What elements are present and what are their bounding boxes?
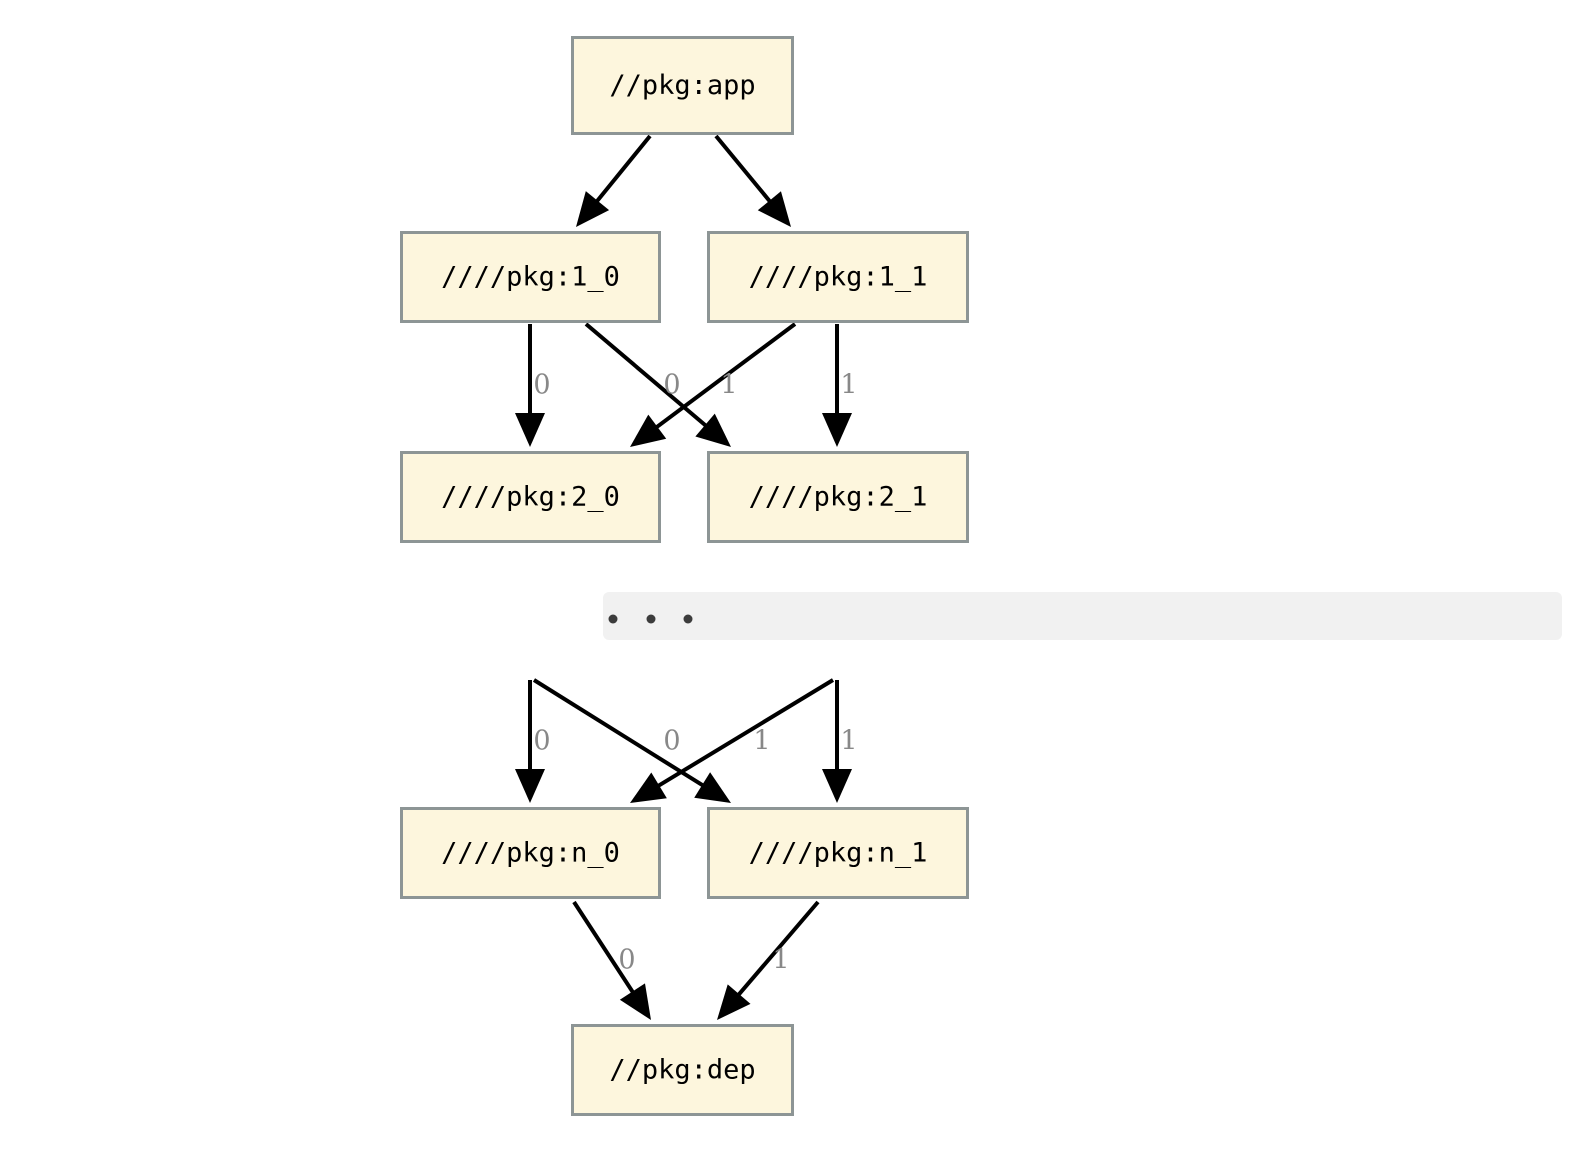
edge-arrowhead [576, 191, 610, 227]
edge-label: 1 [840, 726, 857, 757]
edge-arrowhead [695, 413, 731, 447]
nodes-layer: //pkg:app ////pkg:1_0 ////pkg:1_1 ////pkg:2… [400, 36, 969, 1116]
edge-arrowhead [515, 769, 545, 803]
edge-label: 0 [618, 945, 635, 976]
graph-node-ln_0[interactable]: ////pkg:n_0 [400, 807, 661, 899]
ellipsis-dot [646, 614, 656, 624]
edge-line [584, 322, 710, 430]
edge-label: 1 [840, 370, 857, 401]
graph-node-ln_1[interactable]: ////pkg:n_1 [707, 807, 969, 899]
node-label: ////pkg:n_0 [441, 838, 620, 869]
edge-arrowhead [822, 769, 852, 803]
node-box[interactable] [707, 807, 969, 899]
node-box[interactable] [400, 231, 661, 323]
edge-line [714, 134, 774, 206]
graph-node-l2_0[interactable]: ////pkg:2_0 [400, 451, 661, 543]
edge-line [652, 322, 797, 431]
edge-arrowhead [630, 414, 667, 447]
edge-arrowhead [619, 983, 651, 1020]
node-label: ////pkg:1_1 [749, 262, 928, 293]
edge-arrowhead [757, 191, 791, 227]
node-label: ////pkg:1_0 [441, 262, 620, 293]
edge-label: 1 [772, 945, 789, 976]
node-label: ////pkg:2_0 [441, 482, 620, 513]
truncation-band [603, 592, 1562, 640]
edge-labels-layer: 0 0 1 1 0 0 1 1 0 1 [533, 370, 857, 976]
graph-node-app[interactable]: //pkg:app [571, 36, 794, 135]
ellipsis-dot [683, 614, 693, 624]
node-box[interactable] [400, 807, 661, 899]
edge-label: 1 [720, 370, 737, 401]
node-box[interactable] [707, 231, 969, 323]
node-label: //pkg:dep [609, 1055, 755, 1086]
node-box[interactable] [571, 36, 794, 135]
graph-node-l1_0[interactable]: ////pkg:1_0 [400, 231, 661, 323]
node-label: ////pkg:n_1 [749, 838, 928, 869]
ellipsis-dot [608, 614, 618, 624]
node-label: ////pkg:2_1 [749, 482, 928, 513]
node-label: //pkg:app [609, 70, 755, 101]
graph-node-dep[interactable]: //pkg:dep [571, 1024, 794, 1116]
graph-node-l1_1[interactable]: ////pkg:1_1 [707, 231, 969, 323]
edge-label: 1 [753, 726, 770, 757]
edge-label: 0 [533, 726, 550, 757]
ellipsis-band-layer [603, 592, 1562, 640]
node-box[interactable] [571, 1024, 794, 1116]
edge-arrowhead [822, 413, 852, 447]
edge-arrowhead [515, 413, 545, 447]
node-box[interactable] [707, 451, 969, 543]
edge-label: 0 [663, 726, 680, 757]
edge-line [532, 678, 707, 789]
edge-line [654, 678, 835, 790]
edge-line [734, 900, 820, 999]
edge-arrowhead [694, 772, 731, 803]
edge-line [593, 134, 652, 205]
edge-label: 0 [663, 370, 680, 401]
graph-node-l2_1[interactable]: ////pkg:2_1 [707, 451, 969, 543]
edge-arrowhead [717, 984, 751, 1020]
node-box[interactable] [400, 451, 661, 543]
edge-line [572, 900, 637, 996]
edges-layer [515, 134, 852, 1020]
edge-label: 0 [533, 370, 550, 401]
edge-arrowhead [630, 772, 667, 803]
